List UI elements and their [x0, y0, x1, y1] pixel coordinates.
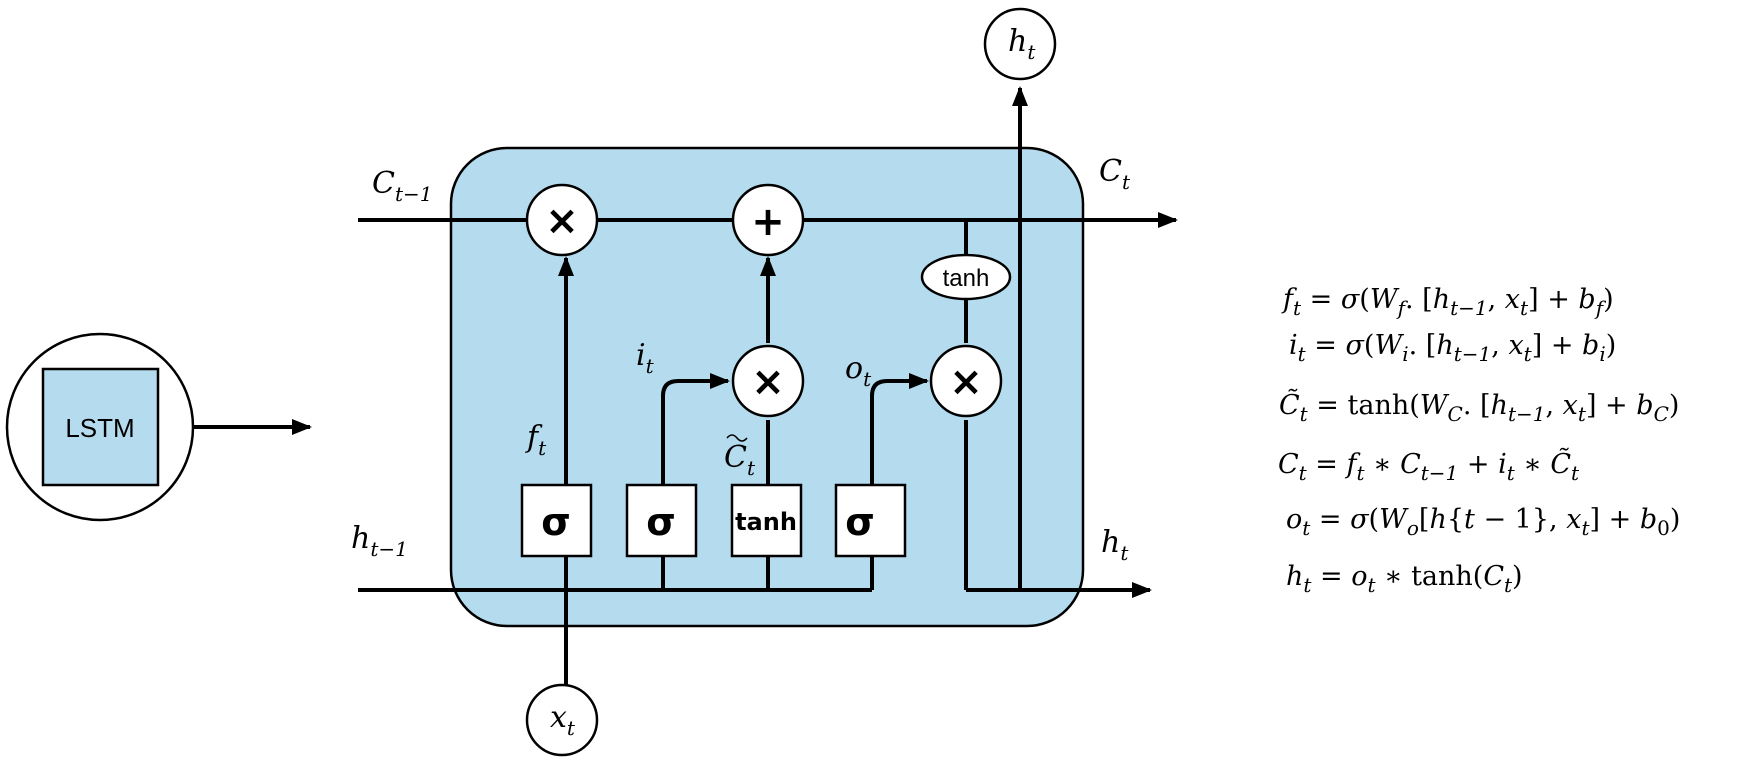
x-t-label: xt: [550, 700, 576, 740]
output-tanh-node: tanh: [920, 253, 1012, 301]
sigma-label: σ: [845, 500, 875, 544]
sigma-label: σ: [646, 500, 676, 544]
equation-input: it = σ(Wi. [ht−1, xt] + bi): [1289, 330, 1616, 366]
multiply-icon: ×: [545, 198, 579, 244]
lstm-block-icon: LSTM: [5, 332, 195, 522]
tanh-ellipse-label: tanh: [943, 265, 990, 292]
c-prev-label: Ct−1: [372, 166, 433, 206]
o-t-label: ot: [845, 351, 872, 391]
c-t-label: Ct: [1099, 154, 1131, 194]
wires: [358, 86, 1178, 688]
equation-cell: Ct = ft ∗ Ct−1 + it ∗ C̃t: [1278, 447, 1580, 485]
input-gate-sigma: σ: [625, 483, 698, 558]
multiply-icon: ×: [949, 359, 983, 405]
svg-text:Ct: Ct: [724, 440, 756, 480]
output-multiply-op: ×: [929, 344, 1003, 418]
forget-gate-sigma: σ: [520, 483, 593, 558]
equation-hidden: ht = ot ∗ tanh(Ct): [1286, 561, 1523, 597]
h-t-right-label: ht: [1101, 525, 1129, 565]
i-t-label: it: [636, 338, 655, 378]
equation-forget: ft = σ(Wf. [ht−1, xt] + bf): [1281, 284, 1614, 320]
equation-output: ot = σ(Wo[h{t − 1}, xt] + b0): [1286, 504, 1680, 540]
lstm-block-label: LSTM: [65, 413, 134, 443]
h-t-top-label: ht: [1008, 24, 1036, 64]
candidate-tanh-gate: tanh: [730, 483, 803, 558]
equation-candidate: C̃t = tanh(WC. [ht−1, xt] + bC): [1279, 388, 1679, 426]
c-tilde-label: Ct: [724, 434, 756, 480]
h-t-output-node: ht: [983, 7, 1057, 81]
multiply-icon: ×: [751, 359, 785, 405]
output-gate-sigma: σ: [834, 483, 907, 558]
add-icon: +: [751, 199, 785, 245]
input-multiply-op: ×: [731, 344, 805, 418]
cell-add-op: +: [731, 183, 805, 257]
x-t-input-node: xt: [525, 683, 599, 757]
tanh-label: tanh: [735, 508, 797, 536]
h-prev-label: ht−1: [351, 521, 408, 561]
equations: ft = σ(Wf. [ht−1, xt] + bf) it = σ(Wi. […: [1278, 284, 1680, 597]
sigma-label: σ: [541, 500, 571, 544]
forget-multiply-op: ×: [525, 183, 599, 257]
